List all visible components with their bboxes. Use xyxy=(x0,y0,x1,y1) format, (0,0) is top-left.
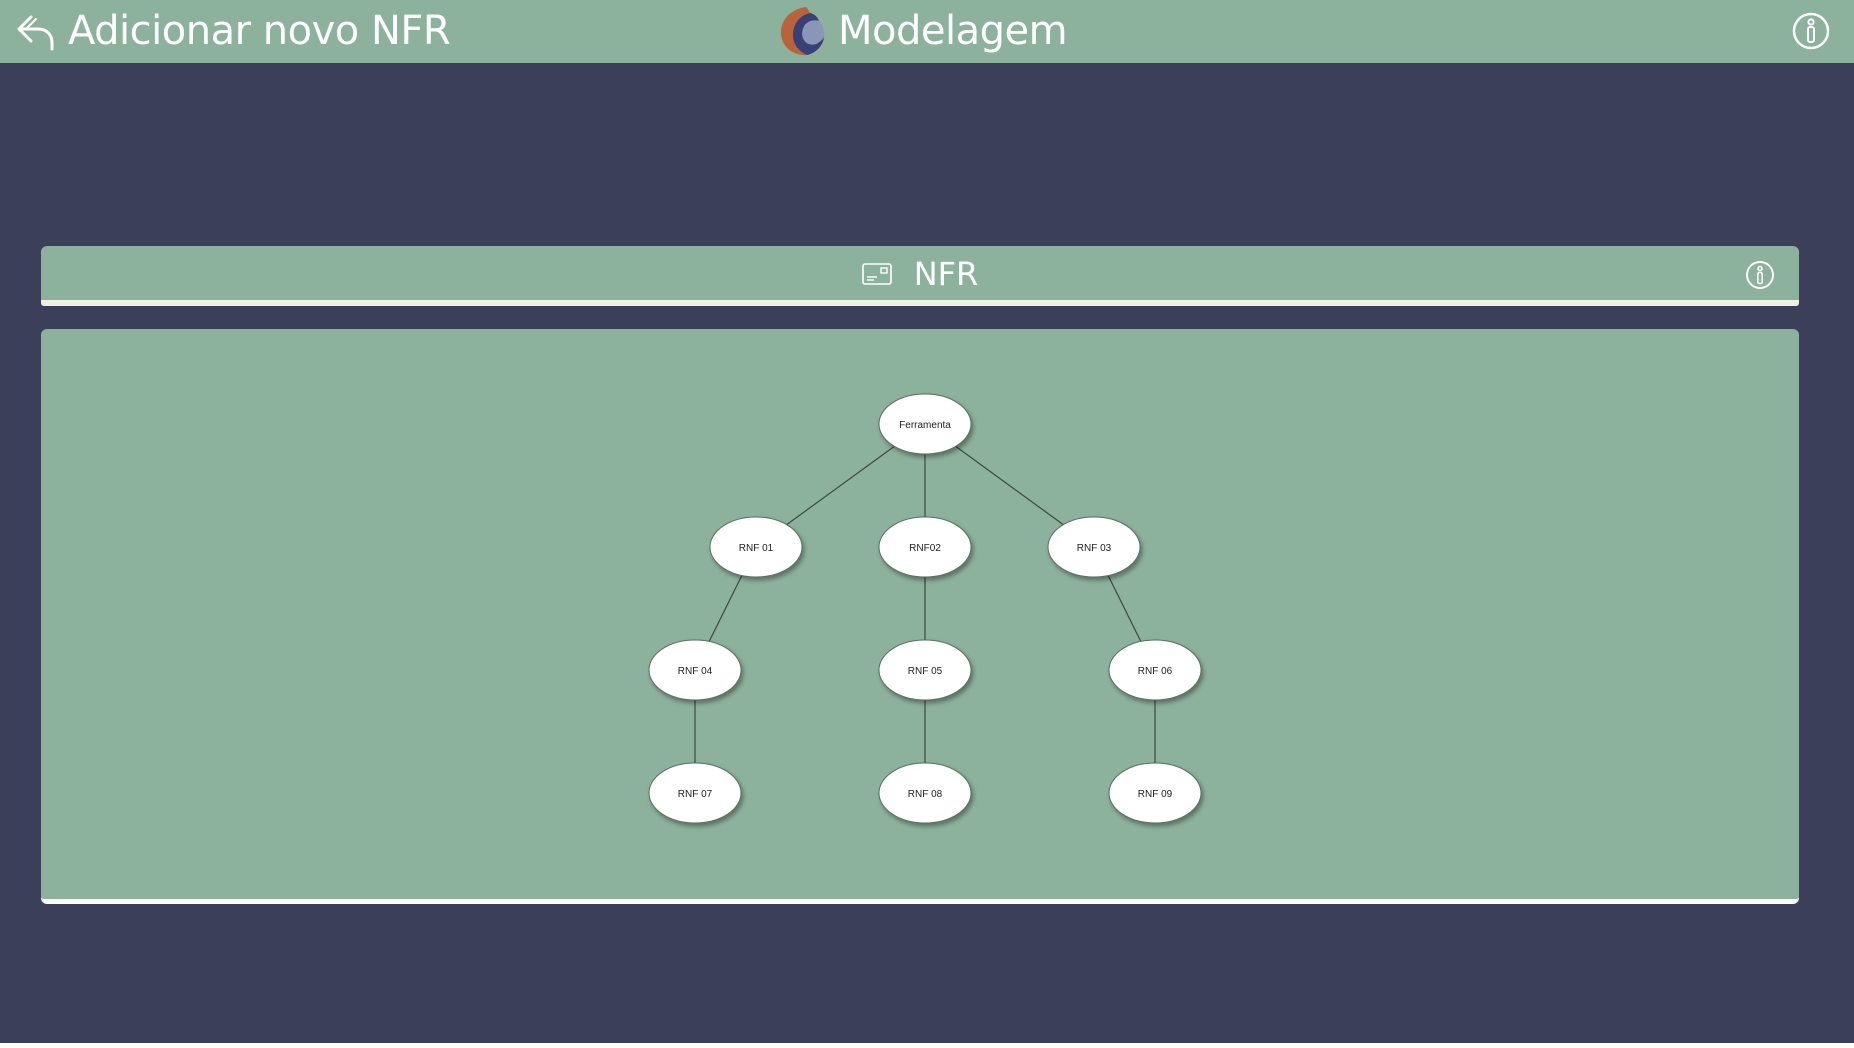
tree-node-ellipse[interactable] xyxy=(878,762,972,824)
tree-node[interactable]: RNF 06 xyxy=(1108,639,1202,701)
tree-node[interactable]: RNF 07 xyxy=(648,762,742,824)
back-arrow-icon xyxy=(17,15,54,51)
tree-node-label: RNF 01 xyxy=(739,543,774,554)
tree-node[interactable]: RNF 04 xyxy=(648,639,742,701)
tree-node-ellipse[interactable] xyxy=(878,516,972,578)
top-bar: Adicionar novo NFR Modelagem xyxy=(0,0,1854,63)
tree-node-label: RNF 06 xyxy=(1138,666,1173,677)
tree-node[interactable]: RNF 09 xyxy=(1108,762,1202,824)
tree-node-label: RNF 05 xyxy=(908,666,943,677)
tree-node-ellipse[interactable] xyxy=(878,393,972,455)
tree-node-ellipse[interactable] xyxy=(709,516,803,578)
page-title: Adicionar novo NFR xyxy=(68,8,451,54)
tree-node-ellipse[interactable] xyxy=(1047,516,1141,578)
tree-node-label: RNF 04 xyxy=(678,666,713,677)
section-title-group: NFR xyxy=(41,254,1799,294)
back-button[interactable]: Adicionar novo NFR xyxy=(14,6,451,56)
tree-node-ellipse[interactable] xyxy=(648,639,742,701)
tree-node[interactable]: RNF 08 xyxy=(878,762,972,824)
section-title: NFR xyxy=(913,255,979,293)
tree-node-ellipse[interactable] xyxy=(1108,762,1202,824)
tree-node-label: RNF 07 xyxy=(678,789,713,800)
tree-node-ellipse[interactable] xyxy=(878,639,972,701)
tree-node[interactable]: RNF 05 xyxy=(878,639,972,701)
id-card-icon xyxy=(861,263,892,285)
tree-node[interactable]: Ferramenta xyxy=(878,393,972,455)
tree-node-label: Ferramenta xyxy=(899,420,951,431)
section-info-icon[interactable] xyxy=(1745,260,1775,290)
app-title: Modelagem xyxy=(838,8,1068,54)
tree-node-label: RNF 09 xyxy=(1138,789,1173,800)
brand: Modelagem xyxy=(776,2,1068,60)
tree-node[interactable]: RNF 01 xyxy=(709,516,803,578)
info-icon[interactable] xyxy=(1791,11,1831,51)
tree-node-label: RNF 03 xyxy=(1077,543,1112,554)
tree-node-label: RNF02 xyxy=(909,543,941,554)
tree-node[interactable]: RNF 03 xyxy=(1047,516,1141,578)
app-logo xyxy=(780,7,825,56)
section-header: NFR xyxy=(41,246,1799,306)
tree-node-ellipse[interactable] xyxy=(648,762,742,824)
tree-node[interactable]: RNF02 xyxy=(878,516,972,578)
tree-node-label: RNF 08 xyxy=(908,789,943,800)
tree-node-ellipse[interactable] xyxy=(1108,639,1202,701)
